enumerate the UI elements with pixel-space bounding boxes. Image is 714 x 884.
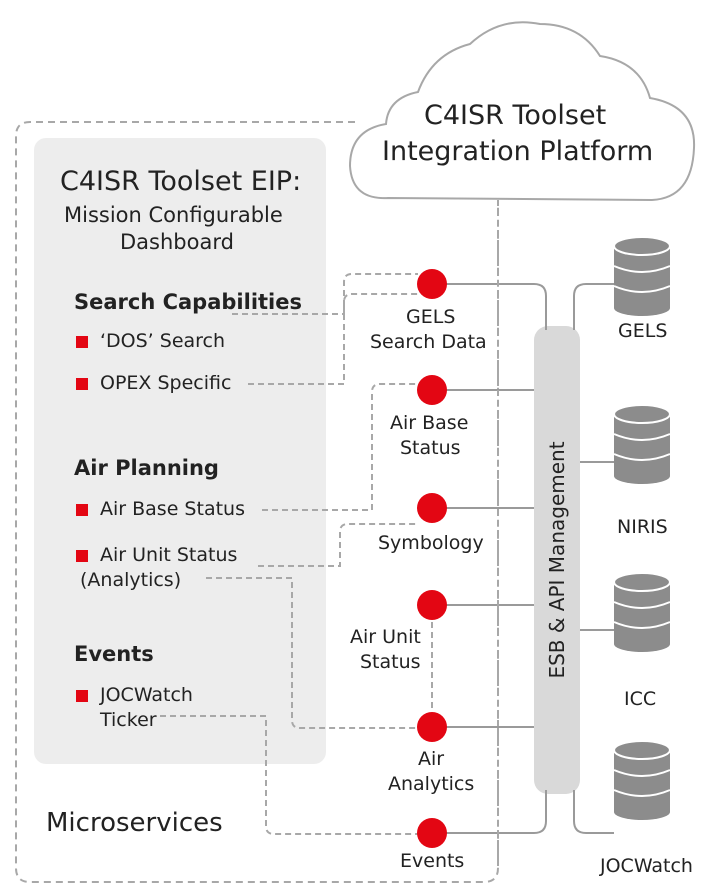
service-label-events: Events <box>400 850 465 872</box>
dashboard-panel <box>34 138 326 764</box>
dashboard-subtitle-line2: Dashboard <box>120 230 234 254</box>
service-label-air-analytics-line1: Air <box>418 748 445 770</box>
database-label-gels: GELS <box>618 320 668 342</box>
dashboard-service-links <box>160 200 499 870</box>
service-node-air-unit <box>417 590 447 620</box>
item-air-unit-status-sub: (Analytics) <box>80 569 182 591</box>
service-label-air-unit-line1: Air Unit <box>350 626 421 649</box>
service-node-air-base <box>417 375 447 405</box>
bullet-icon <box>76 504 88 516</box>
database-niris-icon <box>613 404 671 484</box>
item-dos-search: ‘DOS’ Search <box>100 330 226 352</box>
service-label-gels-search-line1: GELS <box>406 306 456 328</box>
esb-label: ESB & API Management <box>545 441 569 679</box>
item-air-unit-status: Air Unit Status <box>100 544 238 566</box>
service-nodes <box>417 269 447 848</box>
cloud-title-line2: Integration Platform <box>382 136 654 167</box>
item-air-base-status: Air Base Status <box>100 498 245 520</box>
dashboard-title: C4ISR Toolset EIP: <box>60 166 302 197</box>
item-opex-specific: OPEX Specific <box>100 372 232 394</box>
service-label-gels-search-line2: Search Data <box>370 331 487 353</box>
dashboard-subtitle-line1: Mission Configurable <box>64 203 283 227</box>
cloud-shape <box>348 21 696 202</box>
database-label-niris: NIRIS <box>617 516 668 538</box>
database-icc-icon <box>613 572 671 652</box>
service-label-air-analytics-line2: Analytics <box>388 773 475 795</box>
service-label-air-unit-line2: Status <box>360 651 421 673</box>
bullet-icon <box>76 336 88 348</box>
service-label-symbology: Symbology <box>378 532 484 554</box>
cloud-title-line1: C4ISR Toolset <box>424 100 607 131</box>
bullet-icon <box>76 550 88 562</box>
service-node-air-analytics <box>417 712 447 742</box>
database-label-jocwatch: JOCWatch <box>600 855 693 877</box>
service-node-events <box>417 818 447 848</box>
esb-bar <box>534 326 580 794</box>
section-search-capabilities: Search Capabilities <box>74 290 302 314</box>
database-jocwatch-icon <box>613 740 671 820</box>
service-label-air-base-line2: Status <box>400 437 461 459</box>
microservices-label: Microservices <box>46 808 223 838</box>
item-jocwatch-ticker-line1: JOCWatch <box>100 684 193 706</box>
service-label-air-base-line1: Air Base <box>390 412 469 434</box>
section-events: Events <box>74 642 154 666</box>
section-air-planning: Air Planning <box>74 456 219 480</box>
item-jocwatch-ticker-line2: Ticker <box>100 709 157 731</box>
service-node-gels-search <box>417 269 447 299</box>
database-label-icc: ICC <box>624 688 657 710</box>
bullet-icon <box>76 378 88 390</box>
bullet-icon <box>76 690 88 702</box>
service-esb-links <box>432 283 547 834</box>
service-node-symbology <box>417 493 447 523</box>
esb-db-links <box>573 283 614 834</box>
database-gels-icon <box>613 236 671 316</box>
